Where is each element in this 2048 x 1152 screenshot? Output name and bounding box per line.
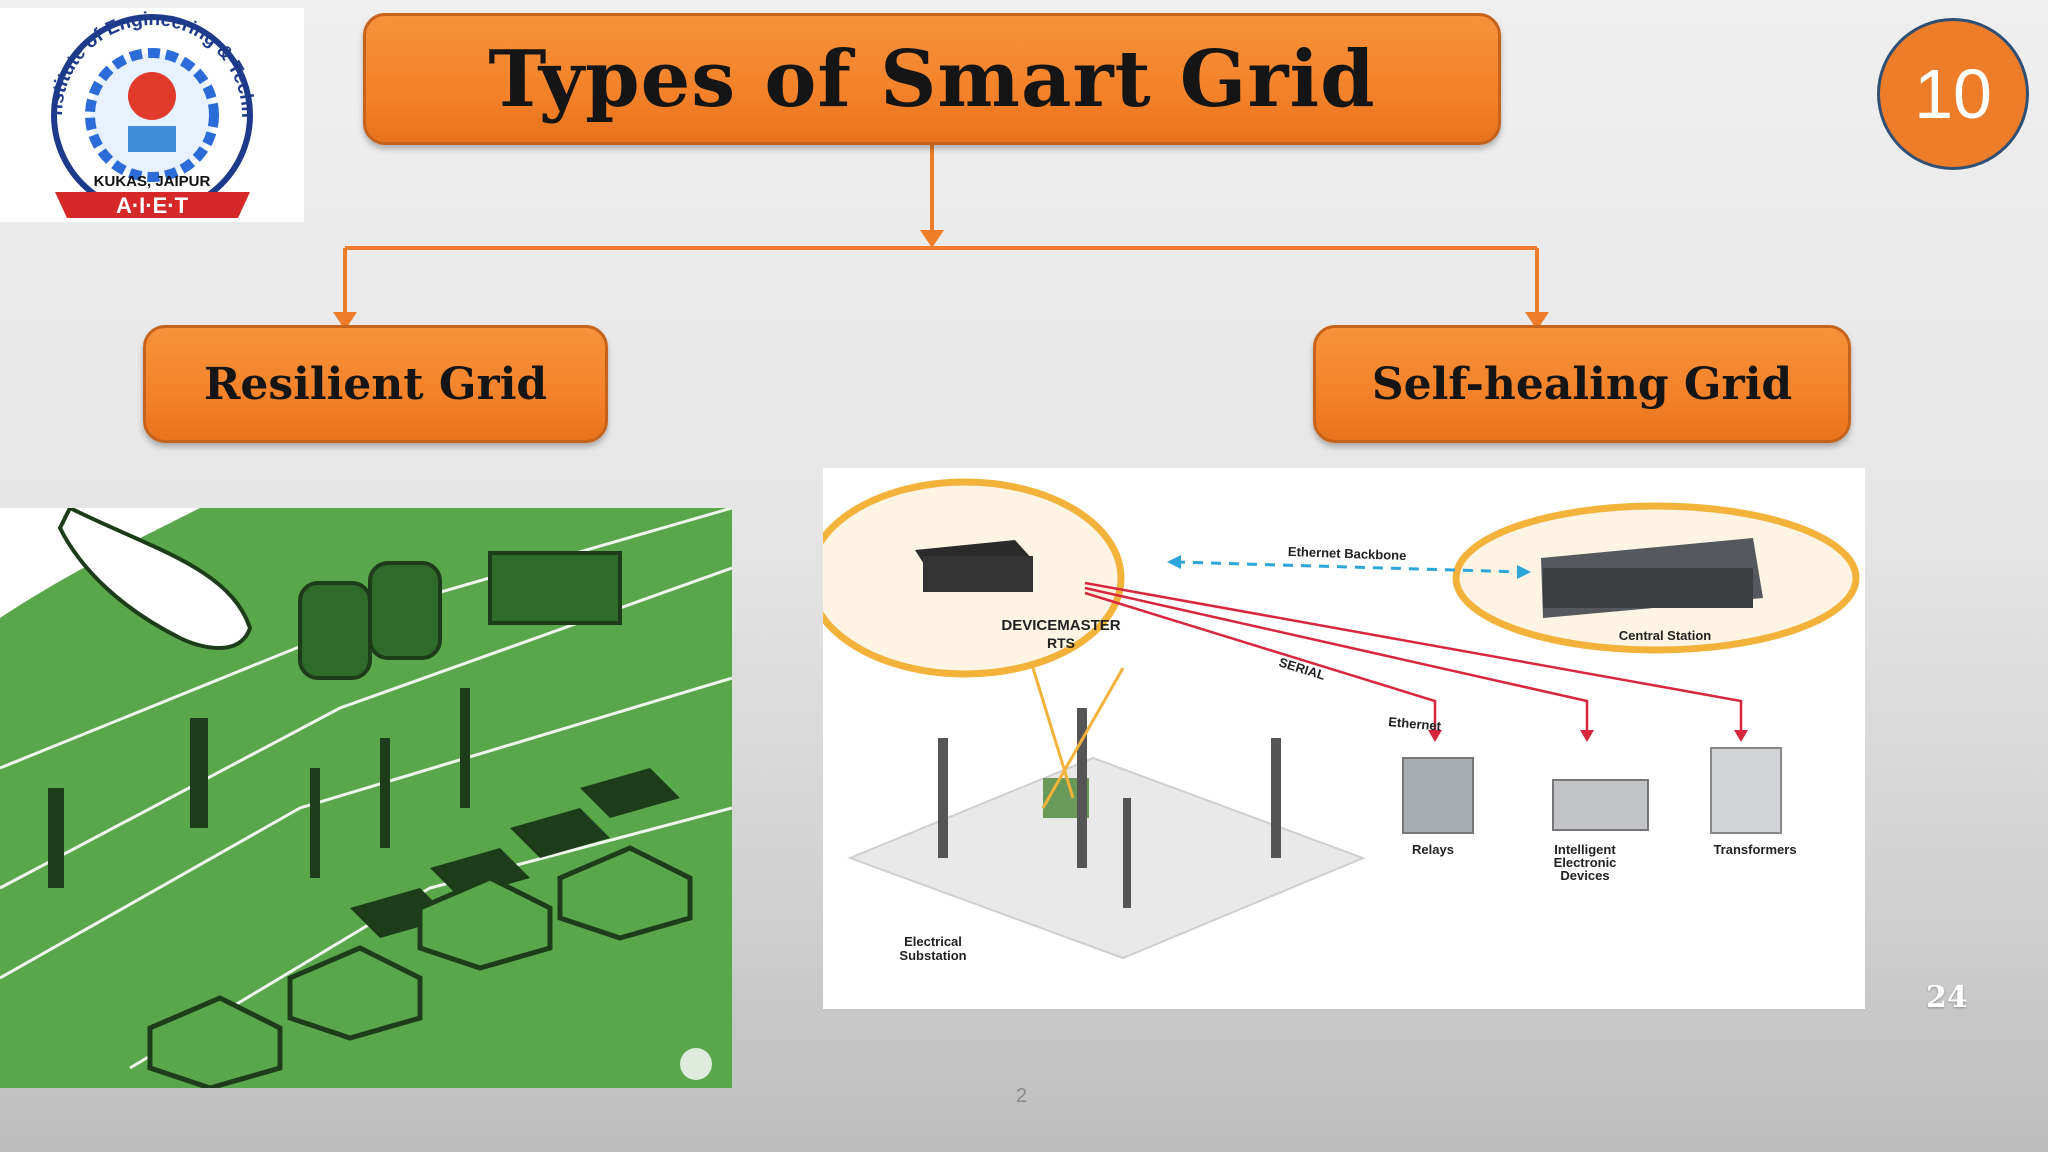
self-healing-grid-box: Self-healing Grid — [1313, 325, 1851, 443]
ethernet-label: Ethernet — [1388, 714, 1443, 734]
substation-label-line-2: Substation — [899, 948, 966, 963]
college-logo: Arya Institute of Engineering & Technolo… — [0, 8, 304, 222]
transformers-label: Transformers — [1713, 842, 1796, 857]
ied-device — [1552, 779, 1649, 831]
slide-title: Types of Smart Grid — [363, 13, 1501, 145]
source-page-number: 24 — [1926, 980, 1968, 1015]
resilient-grid-box: Resilient Grid — [143, 325, 608, 443]
logo-location: KUKAS, JAIPUR — [94, 173, 211, 190]
relays-label: Relays — [1412, 842, 1454, 857]
substation-label-line-1: Electrical — [904, 934, 962, 949]
ied-label-line-2: Electronic — [1554, 855, 1617, 870]
self-healing-grid-diagram: DEVICEMASTER RTS Central Station Etherne… — [823, 468, 1865, 1009]
logo-acronym: A·I·E·T — [116, 193, 189, 218]
central-station-label: Central Station — [1619, 628, 1712, 643]
resilient-grid-illustration — [0, 508, 732, 1088]
transformer-device — [1710, 747, 1782, 834]
ied-label-line-3: Devices — [1560, 868, 1609, 883]
ied-label-line-1: Intelligent — [1554, 842, 1616, 857]
ethernet-backbone-label: Ethernet Backbone — [1288, 544, 1407, 563]
rts-label: RTS — [1047, 635, 1075, 651]
relay-device — [1402, 757, 1474, 834]
slide-number-badge: 10 — [1877, 18, 2029, 170]
slide-page-number: 2 — [1016, 1085, 1028, 1107]
devicemaster-label: DEVICEMASTER — [1001, 617, 1120, 634]
